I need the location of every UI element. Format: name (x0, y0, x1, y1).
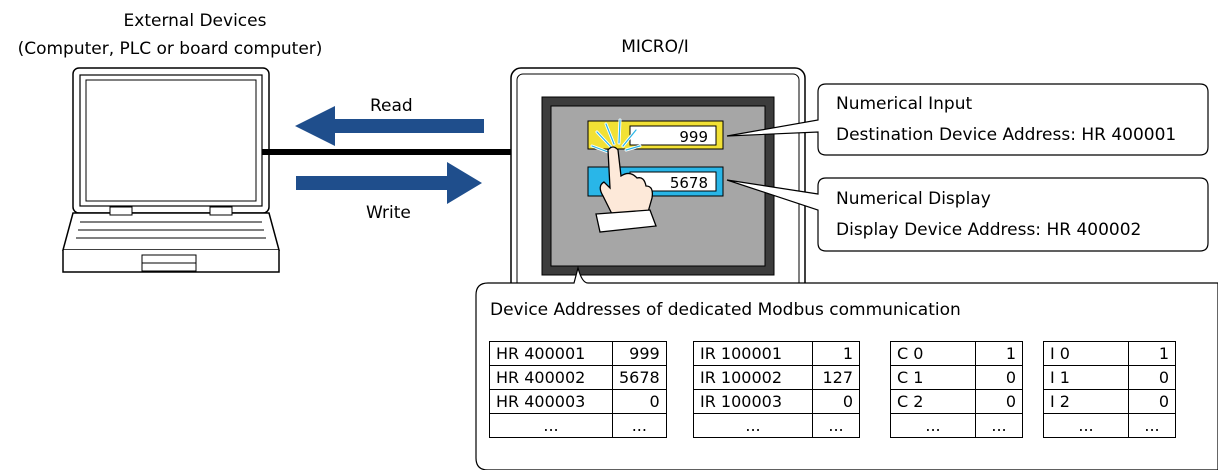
numerical-input-callout-text: Numerical Input Destination Device Addre… (836, 89, 1176, 151)
numerical-display-callout-text: Numerical Display Display Device Address… (836, 184, 1141, 246)
address-cell: ... (489, 413, 613, 438)
value-cell: ... (975, 413, 1023, 438)
read-arrow (295, 106, 484, 146)
value-cell: 5678 (612, 365, 667, 390)
value-cell: 0 (1128, 365, 1176, 390)
address-cell: ... (693, 413, 813, 438)
numerical-display-callout (726, 177, 1209, 252)
external-devices-subtitle: (Computer, PLC or board computer) (17, 39, 323, 59)
address-cell: IR 100001 (693, 341, 813, 366)
address-cell: IR 100002 (693, 365, 813, 390)
numerical-input-value: 999 (679, 128, 708, 146)
value-cell: ... (1128, 413, 1176, 438)
value-cell: 0 (812, 389, 860, 414)
numerical-display-detail: Display Device Address: HR 400002 (836, 220, 1142, 240)
micro-i-title: MICRO/I (621, 37, 689, 57)
address-cell: I 1 (1043, 365, 1129, 390)
value-cell: 0 (1128, 389, 1176, 414)
value-cell: ... (612, 413, 667, 438)
numerical-input-detail: Destination Device Address: HR 400001 (836, 125, 1177, 145)
address-cell: C 0 (890, 341, 976, 366)
numerical-display-value: 5678 (669, 174, 708, 192)
value-cell: ... (812, 413, 860, 438)
value-cell: 999 (612, 341, 667, 366)
address-cell: C 2 (890, 389, 976, 414)
numerical-display-title: Numerical Display (836, 189, 991, 209)
address-cell: I 0 (1043, 341, 1129, 366)
table-row: ...... (693, 413, 860, 438)
write-arrow (296, 162, 482, 204)
address-cell: HR 400002 (489, 365, 613, 390)
pointing-hand-icon (595, 146, 657, 233)
value-cell: 1 (975, 341, 1023, 366)
table-row: ...... (890, 413, 1023, 438)
value-cell: 127 (812, 365, 860, 390)
address-cell: I 2 (1043, 389, 1129, 414)
external-devices-title: External Devices (123, 11, 267, 31)
table-row: ...... (489, 413, 667, 438)
value-cell: 0 (612, 389, 667, 414)
value-cell: 0 (975, 389, 1023, 414)
write-label: Write (366, 203, 411, 223)
numerical-input-title: Numerical Input (836, 94, 973, 114)
value-cell: 0 (975, 365, 1023, 390)
address-cell: IR 100003 (693, 389, 813, 414)
address-cell: C 1 (890, 365, 976, 390)
read-label: Read (370, 96, 413, 116)
value-cell: 1 (1128, 341, 1176, 366)
table-row: ...... (1043, 413, 1176, 438)
touch-burst-lines-icon (591, 119, 641, 153)
laptop-icon (62, 67, 280, 273)
numerical-input-callout (726, 83, 1209, 156)
address-cell: HR 400003 (489, 389, 613, 414)
address-cell: HR 400001 (489, 341, 613, 366)
value-cell: 1 (812, 341, 860, 366)
address-cell: ... (1043, 413, 1129, 438)
device-addresses-title: Device Addresses of dedicated Modbus com… (490, 300, 961, 320)
address-cell: ... (890, 413, 976, 438)
